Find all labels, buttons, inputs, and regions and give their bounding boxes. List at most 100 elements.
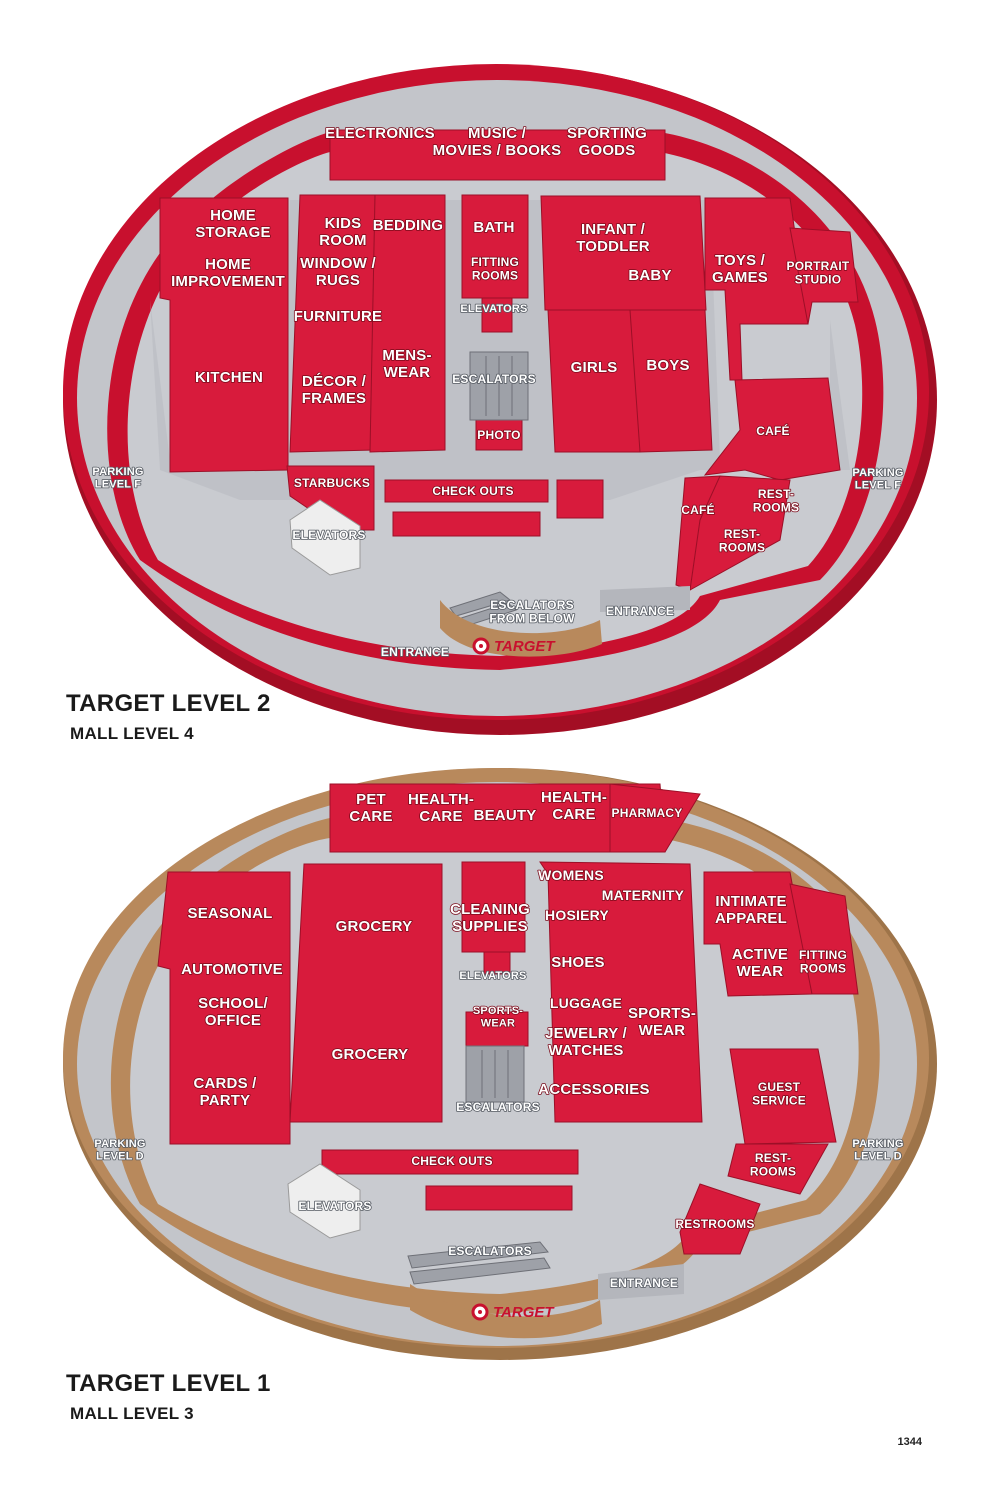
level-1-subtitle: MALL LEVEL 3 — [70, 1404, 194, 1423]
label-sportswear-center: SPORTS-WEAR — [473, 1005, 523, 1029]
entrance-wall — [598, 1264, 684, 1300]
label-boys: BOYS — [646, 357, 689, 374]
label-infant: INFANT /TODDLER — [576, 221, 650, 255]
label-girls: GIRLS — [571, 359, 618, 376]
dept-boys[interactable] — [629, 309, 713, 453]
dept-pharmacy[interactable] — [609, 783, 701, 853]
label-music: MUSIC /MOVIES / BOOKS — [433, 125, 562, 159]
dept-portrait[interactable] — [789, 227, 859, 325]
label-restrooms-b: RESTROOMS — [675, 1217, 754, 1231]
label-furniture: FURNITURE — [294, 308, 382, 325]
label-restrooms-b: REST-ROOMS — [719, 527, 765, 554]
dept-fitting-rooms[interactable] — [789, 883, 859, 995]
label-elevators-center: ELEVATORS — [459, 970, 526, 982]
label-grocery-b: GROCERY — [332, 1046, 409, 1063]
label-entrance: ENTRANCE — [610, 1276, 678, 1290]
brand-text: TARGET — [494, 638, 556, 655]
dept-womens[interactable] — [539, 861, 703, 1123]
label-seasonal: SEASONAL — [188, 905, 273, 922]
label-kitchen: KITCHEN — [195, 369, 263, 386]
entrance-wall — [600, 586, 690, 612]
label-automotive: AUTOMOTIVE — [181, 961, 283, 978]
label-accessories: ACCESSORIES — [538, 1081, 649, 1098]
dept-checkouts-1[interactable] — [384, 479, 549, 503]
label-maternity: MATERNITY — [602, 887, 685, 903]
label-menswear: MENS-WEAR — [382, 347, 431, 381]
dept-cafe-right[interactable] — [703, 377, 841, 481]
label-decor: DÉCOR /FRAMES — [302, 373, 367, 407]
label-health-care-b: HEALTH-CARE — [541, 789, 607, 823]
dept-electronics[interactable] — [329, 129, 666, 181]
label-elevators-left: ELEVATORS — [292, 528, 365, 542]
label-entrance-bottom: ENTRANCE — [381, 645, 449, 659]
label-womens: WOMENS — [538, 867, 604, 883]
label-photo: PHOTO — [477, 428, 520, 442]
dept-intimate[interactable] — [703, 871, 813, 997]
level-2-title: TARGET LEVEL 2 — [66, 690, 271, 717]
label-checkouts: CHECK OUTS — [432, 484, 513, 498]
target-storefront: TARGET — [410, 1284, 602, 1339]
dept-restrooms-b[interactable] — [679, 1183, 761, 1255]
level-2-subtitle: MALL LEVEL 4 — [70, 724, 194, 743]
dept-restrooms[interactable] — [689, 475, 791, 591]
label-cafe-small: CAFÉ — [681, 502, 714, 517]
elevator-center-block — [483, 951, 511, 975]
escalators-center[interactable] — [465, 1045, 525, 1103]
dept-bedding[interactable] — [369, 194, 446, 453]
label-jewelry: JEWELRY /WATCHES — [545, 1025, 627, 1059]
label-bedding: BEDDING — [373, 217, 444, 234]
label-sportswear-right: SPORTS-WEAR — [628, 1005, 696, 1039]
label-luggage: LUGGAGE — [550, 995, 622, 1011]
elevators-left[interactable] — [287, 1163, 361, 1239]
elevators-left[interactable] — [289, 499, 361, 576]
dept-checkouts-2[interactable] — [392, 511, 541, 537]
label-pharmacy: PHARMACY — [612, 806, 683, 820]
dept-grocery[interactable] — [289, 863, 443, 1123]
dept-bath[interactable] — [461, 194, 529, 299]
label-elevators-center: ELEVATORS — [460, 303, 527, 315]
dept-infant[interactable] — [540, 195, 707, 311]
dept-kitchen[interactable] — [159, 197, 289, 473]
label-health-care-a: HEALTH-CARE — [408, 791, 474, 825]
label-toys: TOYS /GAMES — [712, 252, 768, 286]
label-escalators-center: ESCALATORS — [456, 1100, 540, 1114]
dept-checkouts-3[interactable] — [556, 479, 604, 519]
label-starbucks: STARBUCKS — [294, 476, 370, 490]
label-cards-party: CARDS /PARTY — [193, 1075, 257, 1109]
dept-checkouts-2[interactable] — [425, 1185, 573, 1211]
dept-seasonal[interactable] — [157, 871, 291, 1145]
escalators-bottom[interactable] — [407, 1241, 551, 1285]
dept-girls[interactable] — [547, 309, 641, 453]
page-number: 1344 — [897, 1436, 922, 1448]
dept-sportswear-center[interactable] — [465, 1011, 529, 1047]
dept-restrooms-a[interactable] — [727, 1143, 829, 1195]
label-restrooms-a: REST-ROOMS — [753, 487, 799, 514]
escalators-center[interactable] — [469, 351, 529, 421]
label-grocery-a: GROCERY — [336, 918, 413, 935]
dept-cleaning[interactable] — [461, 861, 526, 953]
label-shoes: SHOES — [551, 954, 605, 971]
label-checkouts: CHECK OUTS — [411, 1154, 492, 1168]
dept-guest-service[interactable] — [729, 1048, 837, 1145]
label-bath: BATH — [473, 219, 514, 236]
label-restrooms-a: REST-ROOMS — [750, 1151, 796, 1178]
